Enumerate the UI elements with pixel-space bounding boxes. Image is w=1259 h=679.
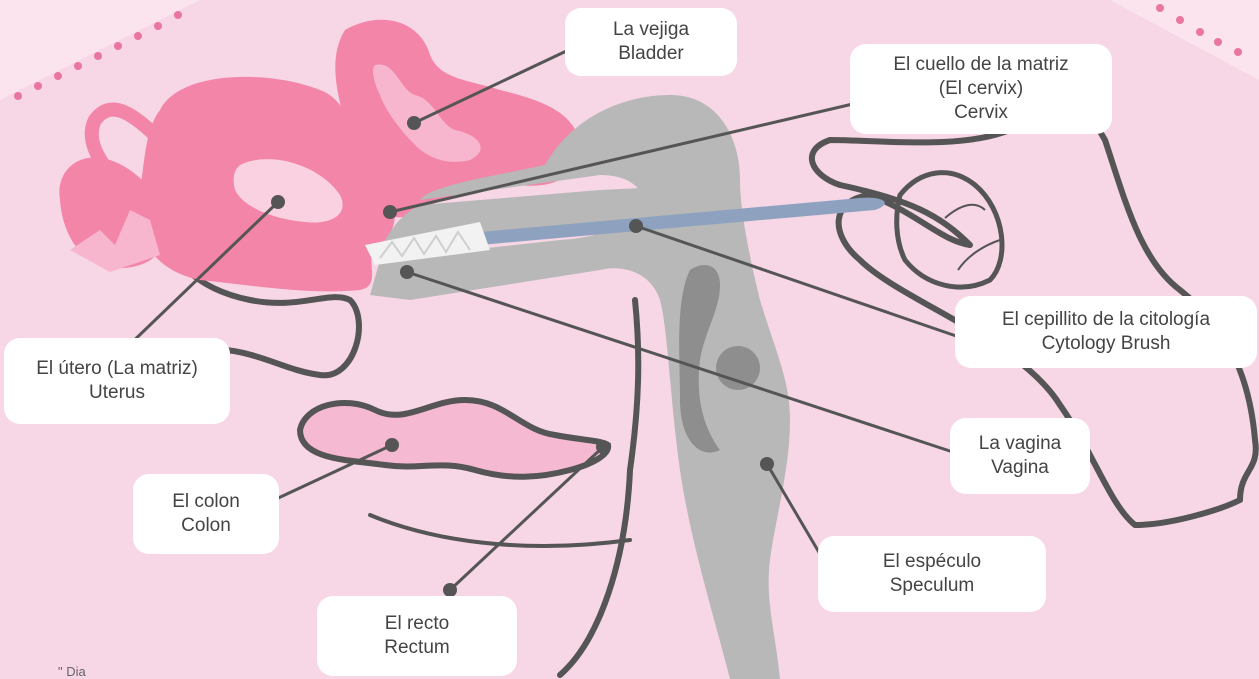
footnote: " Dia	[58, 664, 86, 679]
uterus-label-en: Uterus	[89, 381, 145, 405]
label-rectum: El recto Rectum	[317, 596, 517, 676]
label-brush: El cepillito de la citología Cytology Br…	[955, 296, 1257, 368]
colon-label-es: El colon	[172, 490, 240, 514]
label-colon: El colon Colon	[133, 474, 279, 554]
label-cervix: El cuello de la matriz (El cervix) Cervi…	[850, 44, 1112, 134]
top-left-banner	[0, 0, 200, 100]
label-speculum: El espéculo Speculum	[818, 536, 1046, 612]
speculum-label-es: El espéculo	[883, 550, 981, 574]
bladder-label-en: Bladder	[618, 42, 684, 66]
brush-label-en: Cytology Brush	[1042, 332, 1171, 356]
label-uterus: El útero (La matriz) Uterus	[4, 338, 230, 424]
vagina-label-en: Vagina	[991, 456, 1049, 480]
label-bladder: La vejiga Bladder	[565, 8, 737, 76]
brush-label-es: El cepillito de la citología	[1002, 308, 1210, 332]
colon-label-en: Colon	[181, 514, 231, 538]
body-outline-back	[560, 300, 638, 675]
rectum-label-es: El recto	[385, 612, 449, 636]
cervix-label-en: Cervix	[954, 101, 1008, 125]
label-vagina: La vagina Vagina	[950, 418, 1090, 494]
uterus-label-es: El útero (La matriz)	[36, 357, 198, 381]
rectum-label-en: Rectum	[384, 636, 449, 660]
vagina-label-es: La vagina	[979, 432, 1061, 456]
speculum-label-en: Speculum	[890, 574, 975, 598]
top-right-banner	[1110, 0, 1259, 80]
cervix-label-es2: (El cervix)	[939, 77, 1023, 101]
speculum-screw	[716, 346, 760, 390]
bladder-label-es: La vejiga	[613, 18, 689, 42]
cervix-label-es: El cuello de la matriz	[893, 53, 1068, 77]
